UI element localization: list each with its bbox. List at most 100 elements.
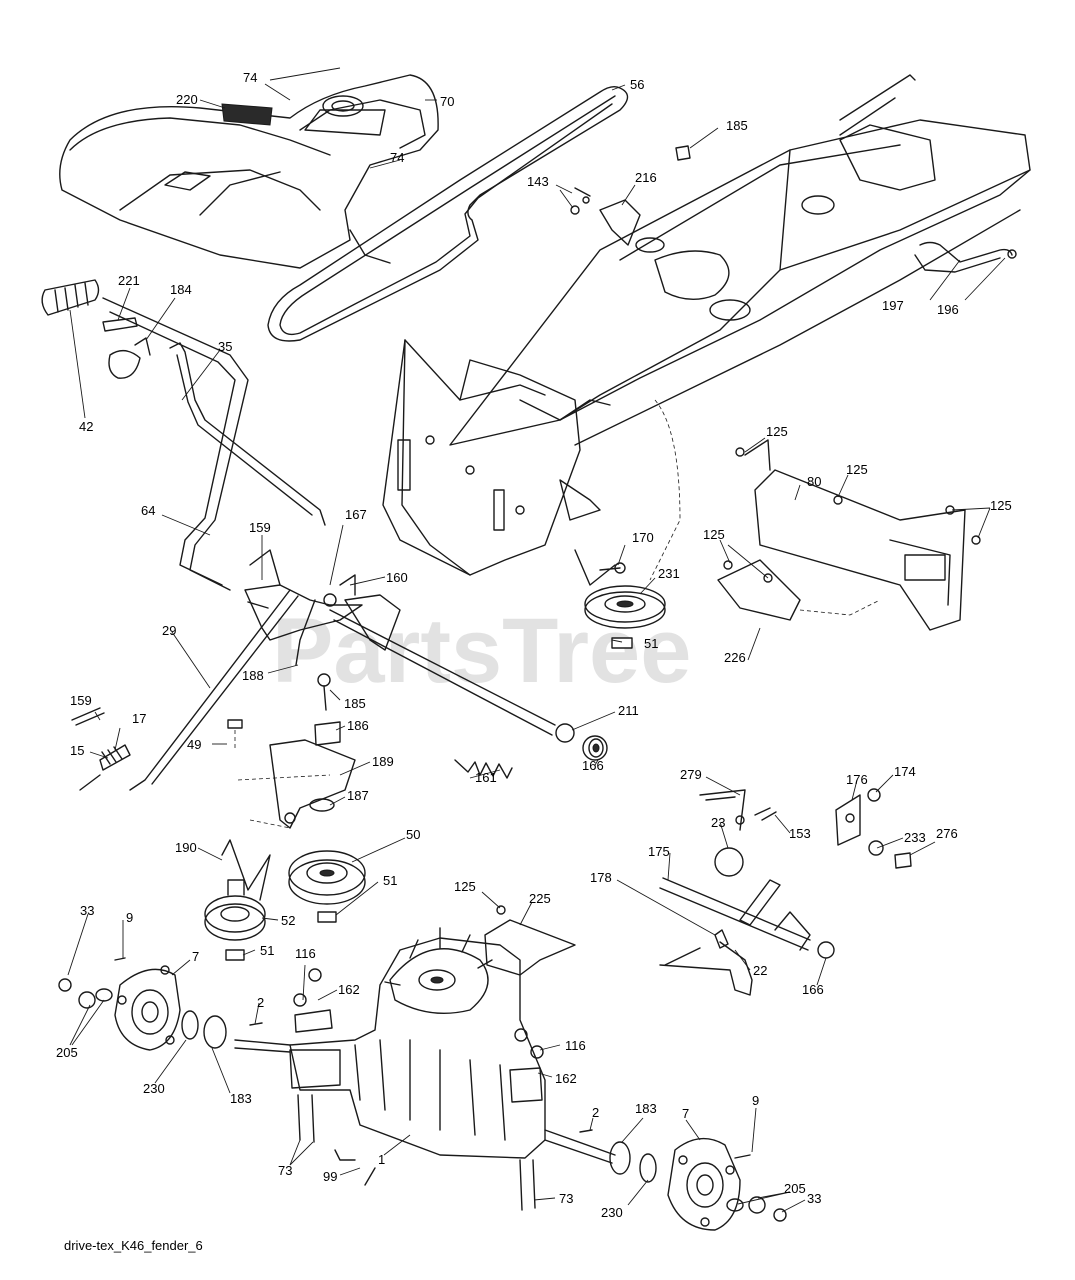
callout-183: 183 (635, 1101, 657, 1116)
callout-230: 230 (601, 1205, 623, 1220)
callout-35: 35 (218, 339, 232, 354)
callout-116: 116 (565, 1038, 586, 1053)
callout-183: 183 (230, 1091, 252, 1106)
callout-161: 161 (475, 770, 497, 785)
callout-99: 99 (323, 1169, 337, 1184)
shift-linkage (244, 549, 401, 666)
callout-226: 226 (724, 650, 746, 665)
callout-73: 73 (559, 1191, 573, 1206)
callout-22: 22 (753, 963, 767, 978)
callout-233: 233 (904, 830, 926, 845)
callout-187: 187 (347, 788, 369, 803)
frame-chassis (382, 74, 1031, 576)
callout-167: 167 (345, 507, 367, 522)
callout-50: 50 (406, 827, 420, 842)
callout-143: 143 (527, 174, 549, 189)
callout-205: 205 (784, 1181, 806, 1196)
callout-56: 56 (630, 77, 644, 92)
callout-196: 196 (937, 302, 959, 317)
callout-189: 189 (372, 754, 394, 769)
drive-belt (267, 85, 629, 342)
rod-29 (129, 589, 299, 791)
fender-assembly (59, 74, 439, 269)
rear-bar (914, 241, 1017, 273)
hub-left (58, 957, 227, 1051)
callout-1: 1 (378, 1152, 385, 1167)
callout-64: 64 (141, 503, 155, 518)
bracket-225 (484, 905, 576, 976)
callout-221: 221 (118, 273, 140, 288)
callout-205: 205 (56, 1045, 78, 1060)
callout-73: 73 (278, 1163, 292, 1178)
callout-231: 231 (658, 566, 680, 581)
callout-7: 7 (682, 1106, 689, 1121)
rod-cross (329, 609, 556, 736)
callout-33: 33 (807, 1191, 821, 1206)
bracket-216 (570, 187, 641, 246)
callout-74: 74 (390, 150, 404, 165)
callout-166: 166 (582, 758, 604, 773)
callout-276: 276 (936, 826, 958, 841)
callout-labels: 74 70 220 56 74 185 143 216 221 184 35 4… (56, 70, 1012, 1220)
callout-23: 23 (711, 815, 725, 830)
leader-lines (67, 67, 1006, 1213)
brake-shaft (659, 877, 835, 996)
callout-125: 125 (703, 527, 725, 542)
idler-arm-190 (221, 839, 271, 901)
callout-80: 80 (807, 474, 821, 489)
callout-159: 159 (249, 520, 271, 535)
callout-17: 17 (132, 711, 146, 726)
callout-162: 162 (555, 1071, 577, 1086)
callout-176: 176 (846, 772, 868, 787)
callout-42: 42 (79, 419, 93, 434)
callout-230: 230 (143, 1081, 165, 1096)
hub-right (609, 1137, 787, 1231)
callout-2: 2 (257, 995, 264, 1010)
diagram-caption: drive-tex_K46_fender_6 (64, 1238, 203, 1253)
dashed-170 (649, 399, 681, 581)
callout-9: 9 (126, 910, 133, 925)
callout-220: 220 (176, 92, 198, 107)
callout-125: 125 (846, 462, 868, 477)
callout-125: 125 (990, 498, 1012, 513)
callout-51: 51 (383, 873, 397, 888)
pulley-50 (288, 850, 366, 923)
callout-125: 125 (454, 879, 476, 894)
callout-74: 74 (243, 70, 257, 85)
callout-190: 190 (175, 840, 197, 855)
callout-2: 2 (592, 1105, 599, 1120)
callout-185: 185 (344, 696, 366, 711)
callout-33: 33 (80, 903, 94, 918)
callout-159: 159 (70, 693, 92, 708)
callout-160: 160 (386, 570, 408, 585)
spring-161 (454, 759, 513, 779)
cap-185-top (675, 145, 691, 161)
callout-125: 125 (766, 424, 788, 439)
callout-70: 70 (440, 94, 454, 109)
callout-49: 49 (187, 737, 201, 752)
callout-170: 170 (632, 530, 654, 545)
callout-7: 7 (192, 949, 199, 964)
washer-166a (582, 735, 608, 761)
callout-51: 51 (644, 636, 658, 651)
callout-51: 51 (260, 943, 274, 958)
callout-178: 178 (590, 870, 612, 885)
callout-153: 153 (789, 826, 811, 841)
callout-174: 174 (894, 764, 916, 779)
callout-184: 184 (170, 282, 192, 297)
callout-225: 225 (529, 891, 551, 906)
callout-162: 162 (338, 982, 360, 997)
callout-15: 15 (70, 743, 84, 758)
callout-279: 279 (680, 767, 702, 782)
callout-186: 186 (347, 718, 369, 733)
lever-35 (169, 342, 326, 526)
callout-52: 52 (281, 913, 295, 928)
shift-handle (41, 279, 249, 591)
callout-9: 9 (752, 1093, 759, 1108)
callout-116: 116 (295, 946, 316, 961)
callout-185: 185 (726, 118, 748, 133)
clip-221 (102, 317, 151, 379)
callout-175: 175 (648, 844, 670, 859)
bracket-80 (717, 439, 981, 631)
idler-bracket (237, 673, 356, 829)
